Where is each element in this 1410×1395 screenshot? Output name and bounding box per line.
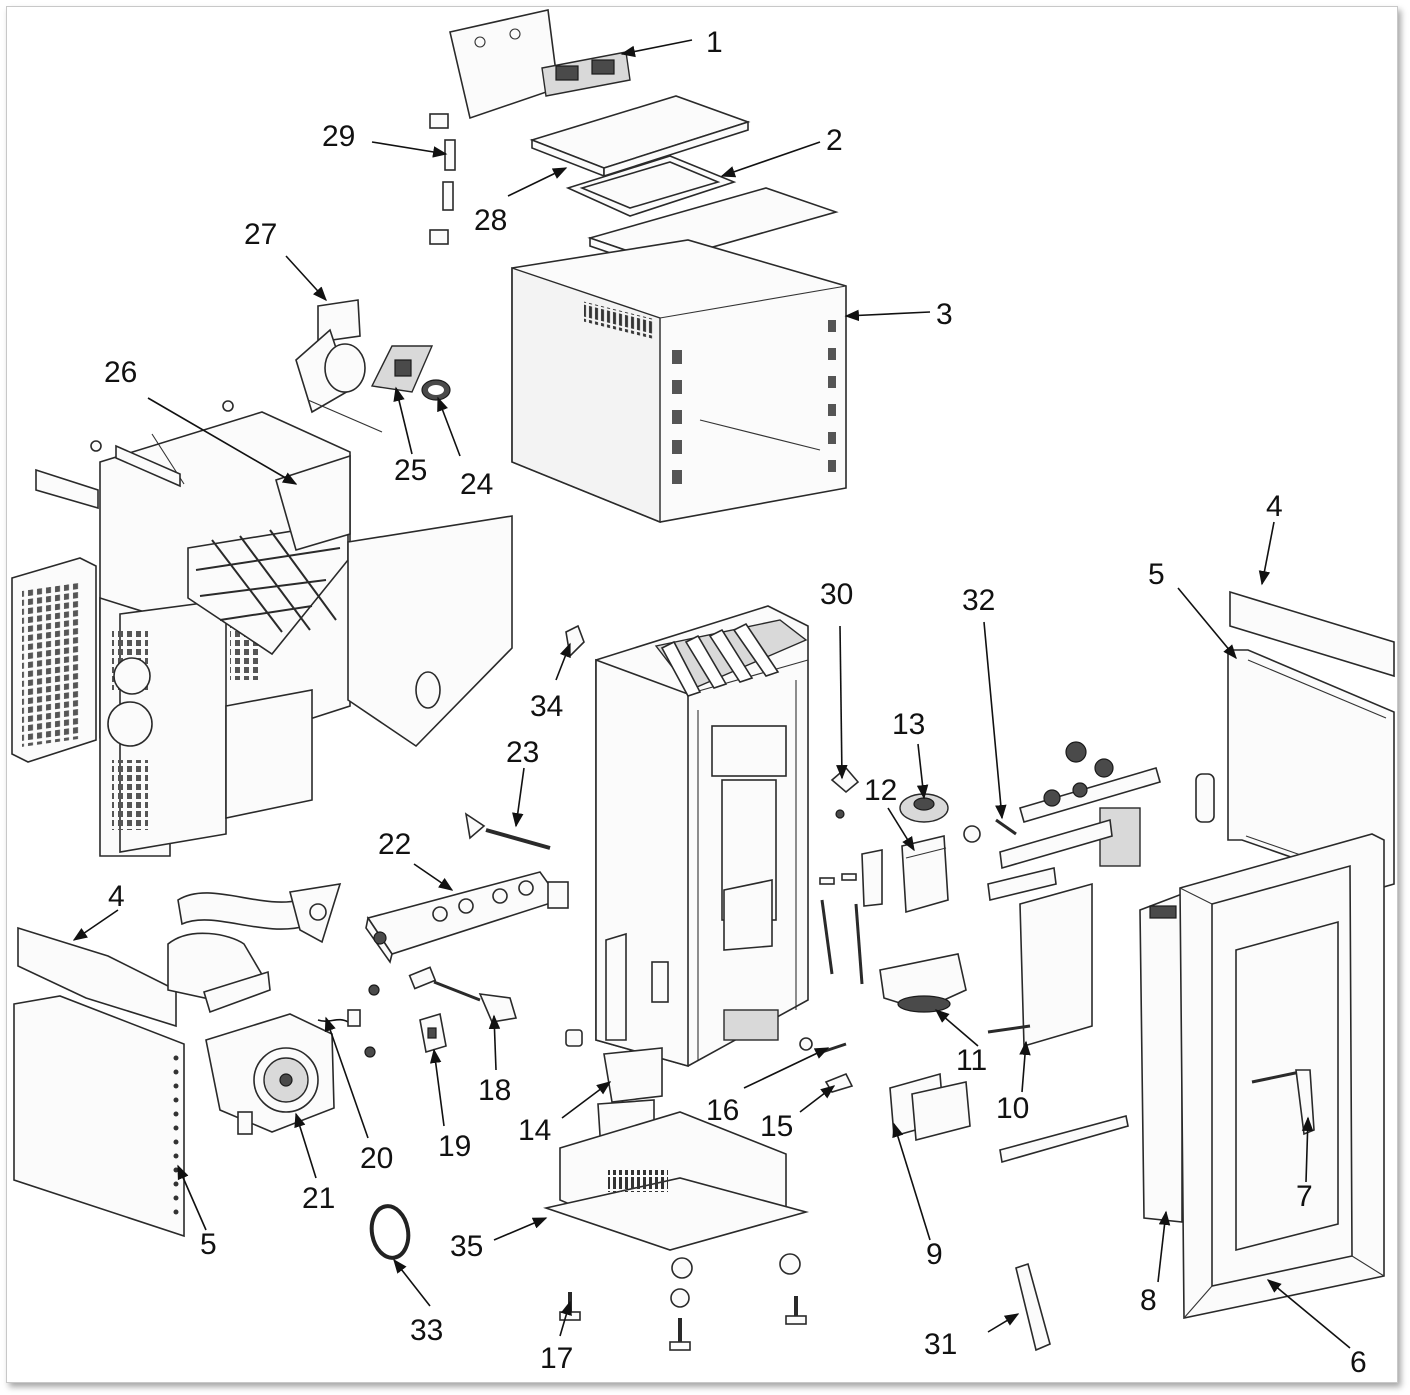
callout-30: 30: [820, 578, 853, 611]
callout-25: 25: [394, 454, 427, 487]
callout-17: 17: [540, 1342, 573, 1375]
leader-lines: [72, 39, 1351, 1349]
part-30-sensor: [830, 766, 860, 819]
part-12-control-box: [861, 835, 949, 914]
callout-8: 8: [1140, 1284, 1157, 1317]
part-22-heat-exchanger: [365, 871, 569, 964]
part-16-probe: [821, 1042, 847, 1054]
callout-2: 2: [826, 124, 843, 157]
part-4-left-trim: [17, 926, 177, 1028]
callout-24: 24: [460, 468, 493, 501]
callout-19: 19: [438, 1130, 471, 1163]
part-18-sensor-cable: [408, 966, 518, 1023]
part-1-control-panel: [449, 9, 631, 120]
part-13-pressure-switch: [899, 793, 949, 823]
part-4-right-trim: [1229, 590, 1395, 678]
part-9-plates: [889, 1072, 971, 1142]
part-6-door-frame: [1179, 833, 1385, 1319]
small-fittings: [819, 818, 1017, 985]
callout-20: 20: [360, 1142, 393, 1175]
callout-labels: 1 2 3 4 4 5 5 6 7 8 9 10 11 12 13 14 15 …: [104, 26, 1367, 1379]
callout-22: 22: [378, 828, 411, 861]
callout-33: 33: [410, 1314, 443, 1347]
callout-4-left: 4: [108, 880, 125, 913]
callout-26: 26: [104, 356, 137, 389]
callout-31: 31: [924, 1328, 957, 1361]
part-3-upper-casing: [511, 239, 847, 524]
callout-27: 27: [244, 218, 277, 251]
callout-13: 13: [892, 708, 925, 741]
callout-7: 7: [1296, 1180, 1313, 1213]
lower-bracket: [999, 1115, 1129, 1164]
callout-4-right: 4: [1266, 490, 1283, 523]
left-body-assembly: [35, 400, 513, 857]
callout-28: 28: [474, 204, 507, 237]
part-24-gasket-ring: [421, 379, 451, 401]
part-5-left-side-panel: [13, 995, 185, 1238]
callout-35: 35: [450, 1230, 483, 1263]
part-27-exhaust-duct: [295, 299, 383, 433]
callout-1: 1: [706, 26, 723, 59]
part-10-glass-panel: [987, 882, 1093, 1048]
callout-34: 34: [530, 690, 563, 723]
part-29-brackets: [429, 113, 456, 245]
part-28-gasket: [565, 155, 737, 217]
callout-14: 14: [518, 1114, 551, 1147]
rail-assembly: [987, 741, 1215, 901]
callout-5-left: 5: [200, 1228, 217, 1261]
part-25-flange: [370, 345, 434, 393]
callout-9: 9: [926, 1238, 943, 1271]
part-35-base: [543, 1029, 810, 1308]
part-31-handle: [1015, 1262, 1051, 1352]
callout-16: 16: [706, 1094, 739, 1127]
part-19-switch: [419, 1012, 447, 1054]
part-11-burn-pot: [879, 953, 967, 1013]
part-23-igniter: [464, 812, 551, 850]
air-ducts: [167, 883, 342, 1014]
callout-29: 29: [322, 120, 355, 153]
callout-12: 12: [864, 774, 897, 807]
callout-5-right: 5: [1148, 558, 1165, 591]
callout-23: 23: [506, 736, 539, 769]
callout-10: 10: [996, 1092, 1029, 1125]
part-34-clip: [565, 624, 585, 658]
part-2-lid: [529, 95, 751, 178]
callout-18: 18: [478, 1074, 511, 1107]
part-21-combustion-blower: [205, 1013, 335, 1135]
firebox-body: [595, 605, 813, 1068]
side-grille: [11, 557, 97, 763]
part-33-gasket: [369, 1204, 411, 1260]
callout-21: 21: [302, 1182, 335, 1215]
part-20-wire: [317, 1018, 349, 1023]
callout-15: 15: [760, 1110, 793, 1143]
callout-32: 32: [962, 584, 995, 617]
callout-6: 6: [1350, 1346, 1367, 1379]
callout-11: 11: [956, 1044, 987, 1077]
small-fasteners: [347, 984, 380, 1058]
part-8-door-glass: [1139, 892, 1183, 1223]
callout-3: 3: [936, 298, 953, 331]
